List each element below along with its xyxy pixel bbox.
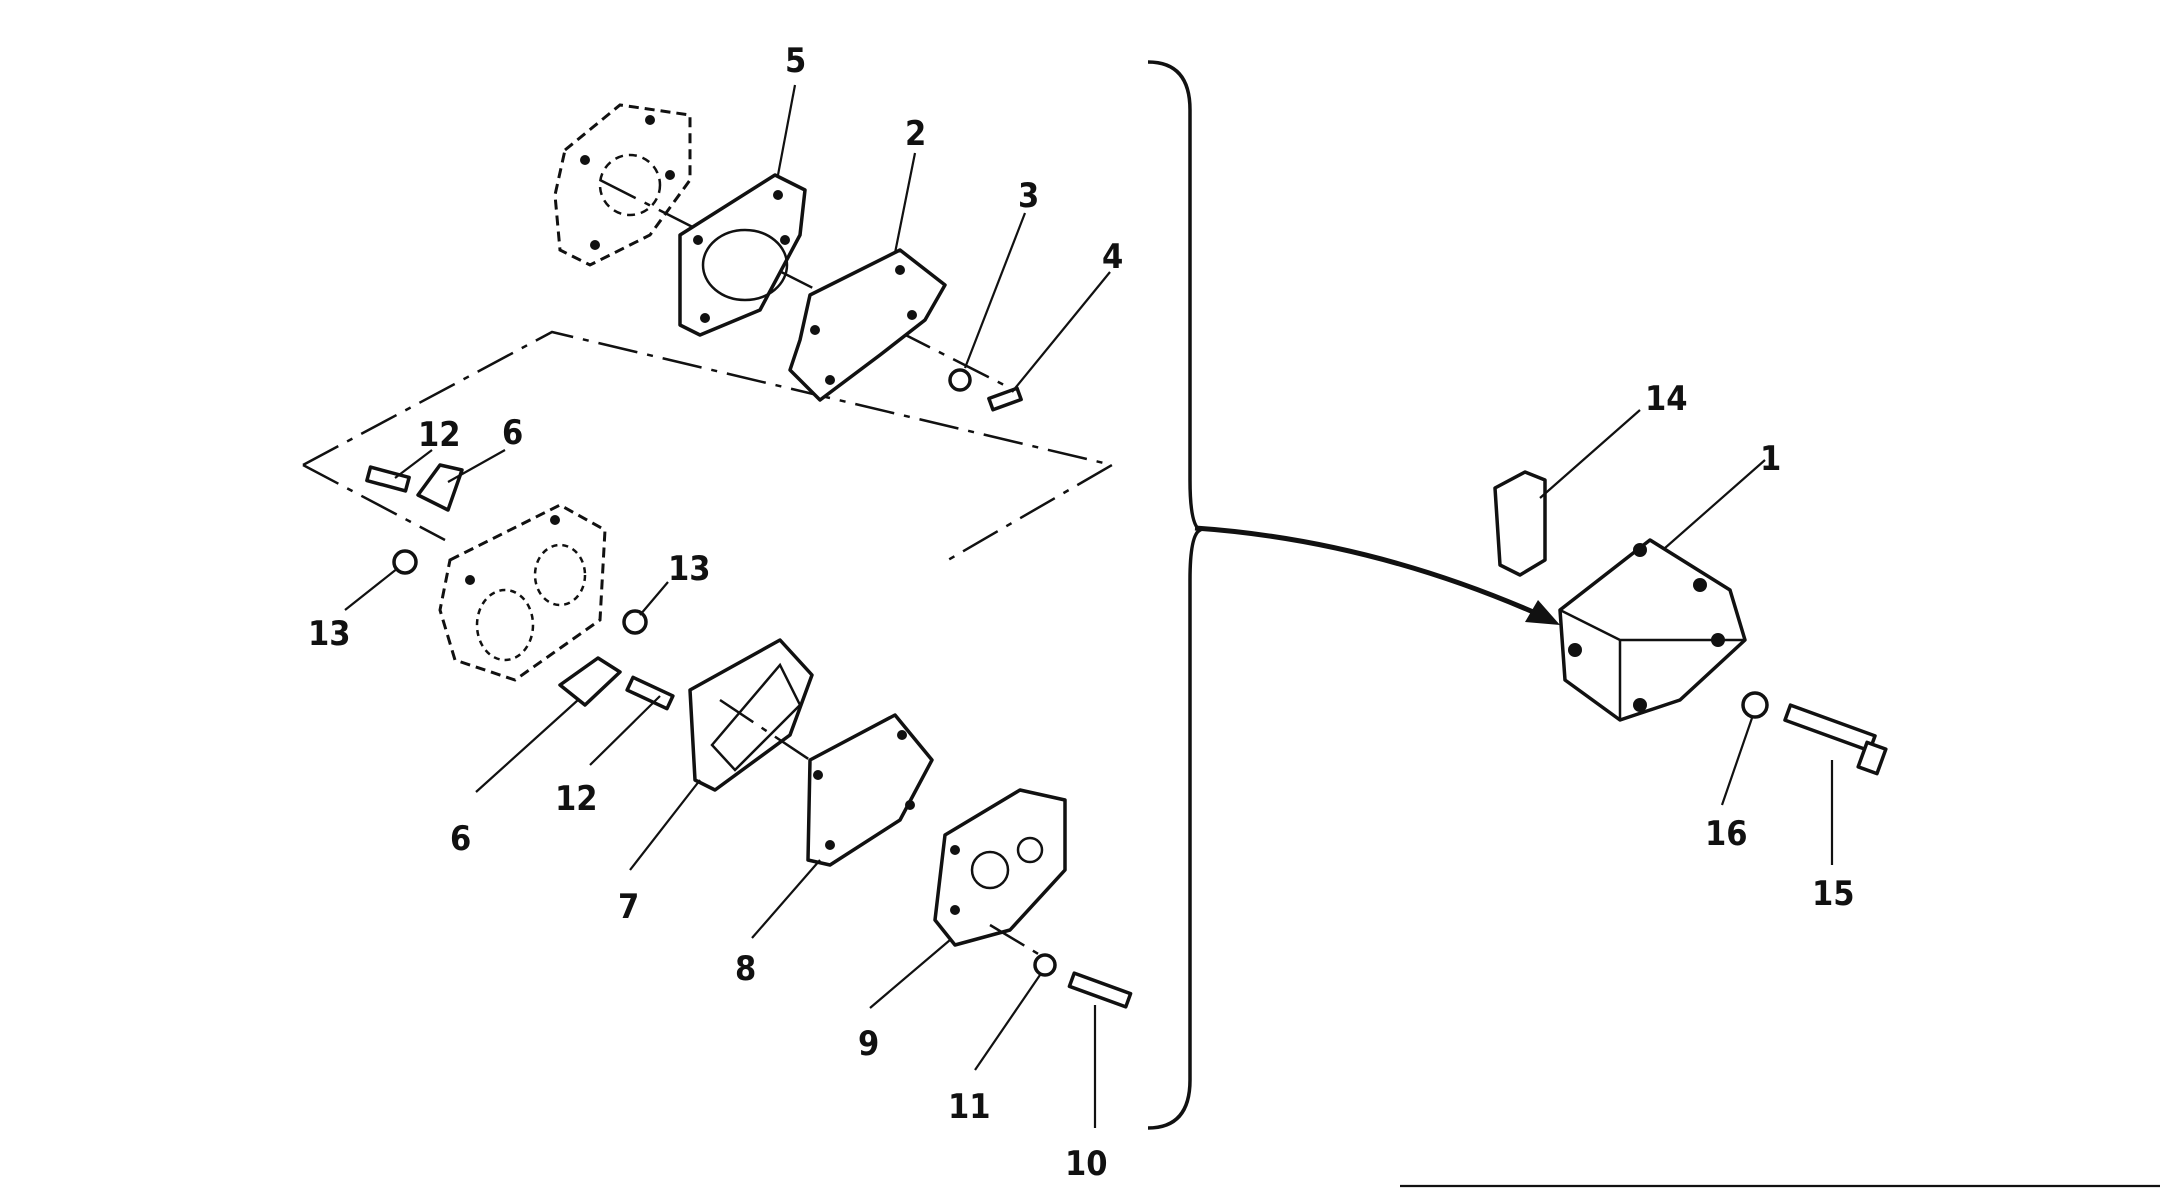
assembly-outline: [302, 330, 1116, 562]
callout-7: 7: [618, 887, 639, 927]
part-9-cover: [933, 788, 1067, 947]
callout-10: 10: [1065, 1144, 1108, 1184]
part-6-valve-upper: [416, 463, 464, 512]
pump-body: [438, 503, 607, 682]
leader-lines: [344, 84, 1834, 1128]
assembled-pump: [1493, 470, 1747, 722]
callout-11: 11: [948, 1087, 991, 1127]
assembly-arrowhead: [1525, 600, 1560, 625]
part-2-diaphragm: [788, 248, 947, 402]
part-4-screw: [987, 386, 1023, 412]
callout-4: 4: [1102, 237, 1123, 277]
callout-13-right: 13: [668, 549, 711, 589]
part-11-washer: [1033, 953, 1057, 977]
part-12-screw-upper: [365, 465, 411, 493]
callout-labels: 5 2 3 4 12 6 13 13 6 12 7 8 9 11 10 14 1…: [308, 41, 1855, 1184]
callout-6-upper: 6: [502, 413, 523, 453]
callout-16: 16: [1705, 814, 1748, 854]
part-10-screw: [1067, 971, 1133, 1009]
assembly-bracket: [1147, 60, 1204, 1130]
part-13-nut-right: [622, 609, 648, 635]
callout-12-upper: 12: [418, 415, 461, 455]
callout-3: 3: [1018, 176, 1039, 216]
assembly-outline-left: [302, 463, 446, 542]
callout-9: 9: [858, 1024, 879, 1064]
part-7-gasket: [688, 638, 814, 792]
part-5-gasket: [678, 173, 807, 337]
part-15-bolt: [1783, 703, 1888, 776]
part-6-valve-lower: [558, 656, 622, 707]
callout-6-lower: 6: [450, 819, 471, 859]
callout-12-lower: 12: [555, 779, 598, 819]
assembly-arrow: [1194, 525, 1542, 618]
part-3-washer: [948, 368, 972, 392]
part-12-screw-lower: [625, 675, 675, 711]
callout-15: 15: [1812, 874, 1855, 914]
part-8-diaphragm: [806, 713, 934, 867]
callout-14: 14: [1645, 379, 1688, 419]
part-13-nut-left: [392, 549, 418, 575]
callout-13-left: 13: [308, 614, 351, 654]
callout-2: 2: [905, 114, 926, 154]
callout-1: 1: [1760, 439, 1781, 479]
part-16-washer: [1741, 691, 1769, 719]
callout-8: 8: [735, 949, 756, 989]
callout-5: 5: [785, 41, 806, 81]
pump-cover-ghost: [553, 103, 692, 267]
